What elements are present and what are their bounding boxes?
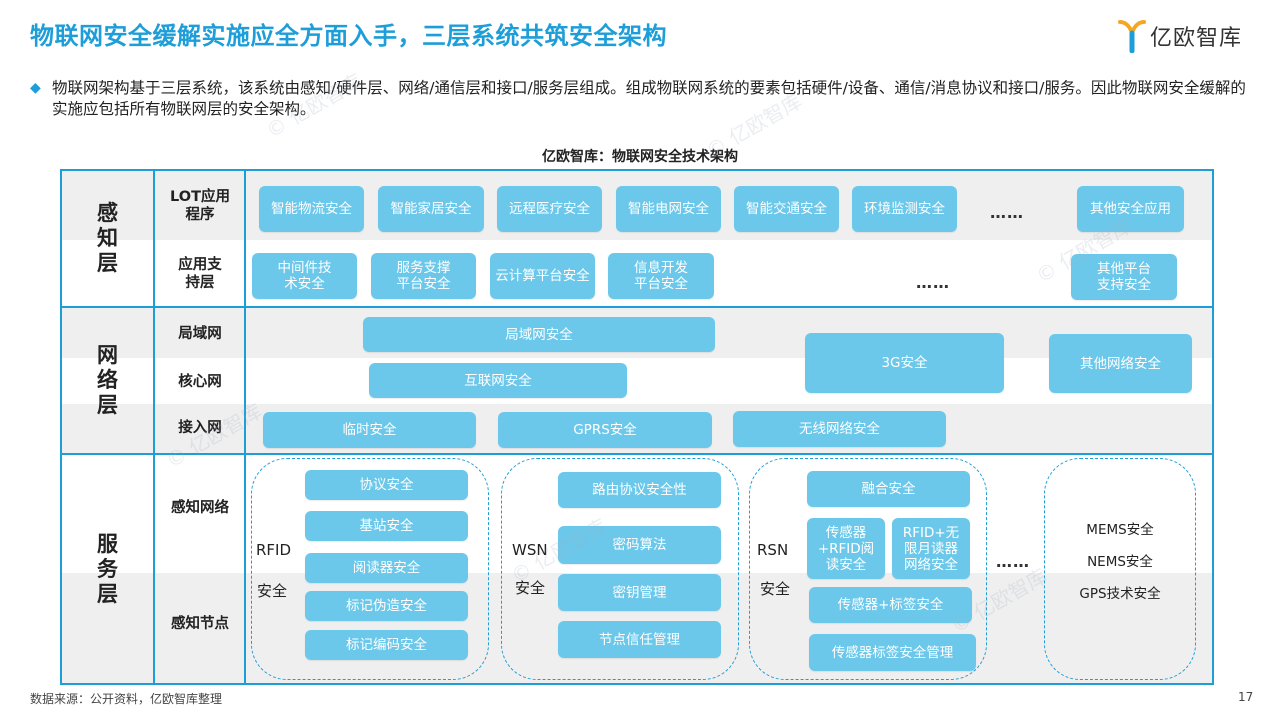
page-number: 17	[1238, 690, 1254, 704]
box-smart-grid-security: 智能电网安全	[616, 186, 721, 232]
column-divider	[153, 171, 155, 683]
group-label-rfid-security: 安全	[257, 582, 288, 600]
group-wsn	[501, 458, 739, 680]
group-rsn	[749, 458, 987, 680]
group-label-wsn: WSN	[512, 541, 548, 559]
sub-label-access: 接入网	[178, 420, 222, 436]
yiou-logo-icon	[1118, 20, 1146, 53]
box-environment-monitoring-security: 环境监测安全	[852, 186, 957, 232]
box-middleware-security: 中间件技术安全	[252, 253, 357, 299]
box-gprs-security: GPRS安全	[498, 412, 712, 448]
group-label-rfid: RFID	[256, 541, 292, 559]
box-temporary-security: 临时安全	[263, 412, 476, 448]
box-other-network-security: 其他网络安全	[1049, 334, 1192, 393]
layer-divider	[62, 306, 1212, 308]
box-telemedicine-security: 远程医疗安全	[497, 186, 602, 232]
sub-label-core: 核心网	[178, 374, 222, 390]
ellipsis-app-support: ……	[916, 273, 950, 292]
box-info-dev-platform-security: 信息开发平台安全	[608, 253, 714, 299]
box-routing-protocol-security: 路由协议安全性	[558, 472, 721, 508]
box-3g-security: 3G安全	[805, 333, 1004, 393]
diagram-title: 亿欧智库：物联网安全技术架构	[542, 149, 738, 165]
page-title: 物联网安全缓解实施应全方面入手，三层系统共筑安全架构	[30, 22, 667, 50]
item-gps-security: GPS技术安全	[1079, 586, 1161, 602]
box-smart-home-security: 智能家居安全	[378, 186, 484, 232]
group-label-wsn-security: 安全	[515, 579, 546, 597]
group-label-rsn: RSN	[757, 541, 789, 559]
ellipsis-lot-apps: ……	[990, 203, 1024, 222]
box-internet-security: 互联网安全	[369, 363, 627, 398]
layer-divider	[62, 453, 1212, 455]
box-wireless-network-security: 无线网络安全	[733, 411, 946, 447]
sub-label-app-support: 应用支持层	[178, 257, 222, 291]
box-crypto-algorithm: 密码算法	[558, 526, 721, 564]
sub-label-sensing-network: 感知网络	[171, 500, 229, 516]
layer-label-service: 服 务 层	[97, 531, 118, 606]
data-source: 数据来源：公开资料，亿欧智库整理	[30, 692, 223, 706]
box-fusion-security: 融合安全	[807, 471, 970, 507]
logo-text: 亿欧智库	[1150, 26, 1243, 51]
box-sensor-tag-security-management: 传感器标签安全管理	[809, 634, 976, 671]
box-service-platform-security: 服务支撑平台安全	[371, 253, 476, 299]
box-smart-logistics-security: 智能物流安全	[259, 186, 364, 232]
box-base-station-security: 基站安全	[305, 511, 468, 541]
box-lan-security: 局域网安全	[363, 317, 715, 352]
box-other-security-apps: 其他安全应用	[1077, 186, 1184, 232]
layer-label-network: 网 络 层	[97, 343, 118, 417]
sub-label-lot-apps: LOT应用程序	[170, 189, 230, 223]
box-rfid-reader-network-security: RFID+无限月读器网络安全	[892, 518, 970, 579]
box-other-platform-security: 其他平台支持安全	[1071, 254, 1177, 300]
layer-label-perception: 感 知 层	[97, 201, 118, 275]
box-tag-encoding-security: 标记编码安全	[305, 630, 468, 660]
box-protocol-security: 协议安全	[305, 470, 468, 500]
box-node-trust-management: 节点信任管理	[558, 621, 721, 658]
intro-text: 物联网架构基于三层系统，该系统由感知/硬件层、网络/通信层和接口/服务层组成。组…	[52, 79, 1246, 118]
diagram-frame	[60, 169, 1214, 685]
box-cloud-platform-security: 云计算平台安全	[490, 253, 595, 299]
box-tag-forgery-security: 标记伪造安全	[305, 591, 468, 621]
box-key-management: 密钥管理	[558, 574, 721, 611]
item-mems-security: MEMS安全	[1086, 522, 1154, 538]
group-rfid	[251, 458, 489, 680]
ellipsis-service: ……	[996, 552, 1030, 571]
sub-label-sensing-node: 感知节点	[171, 616, 229, 632]
box-sensor-tag-security: 传感器+标签安全	[809, 587, 972, 623]
brand-logo: 亿欧智库	[1118, 16, 1242, 56]
group-label-rsn-security: 安全	[760, 580, 791, 598]
item-nems-security: NEMS安全	[1087, 554, 1153, 570]
group-other-service	[1044, 458, 1196, 680]
diamond-bullet-icon: ◆	[30, 80, 41, 96]
box-sensor-rfid-read-security: 传感器+RFID阅读安全	[807, 518, 885, 579]
sub-label-lan: 局域网	[178, 326, 222, 342]
box-smart-traffic-security: 智能交通安全	[734, 186, 839, 232]
box-reader-security: 阅读器安全	[305, 553, 468, 583]
column-divider	[244, 171, 246, 683]
